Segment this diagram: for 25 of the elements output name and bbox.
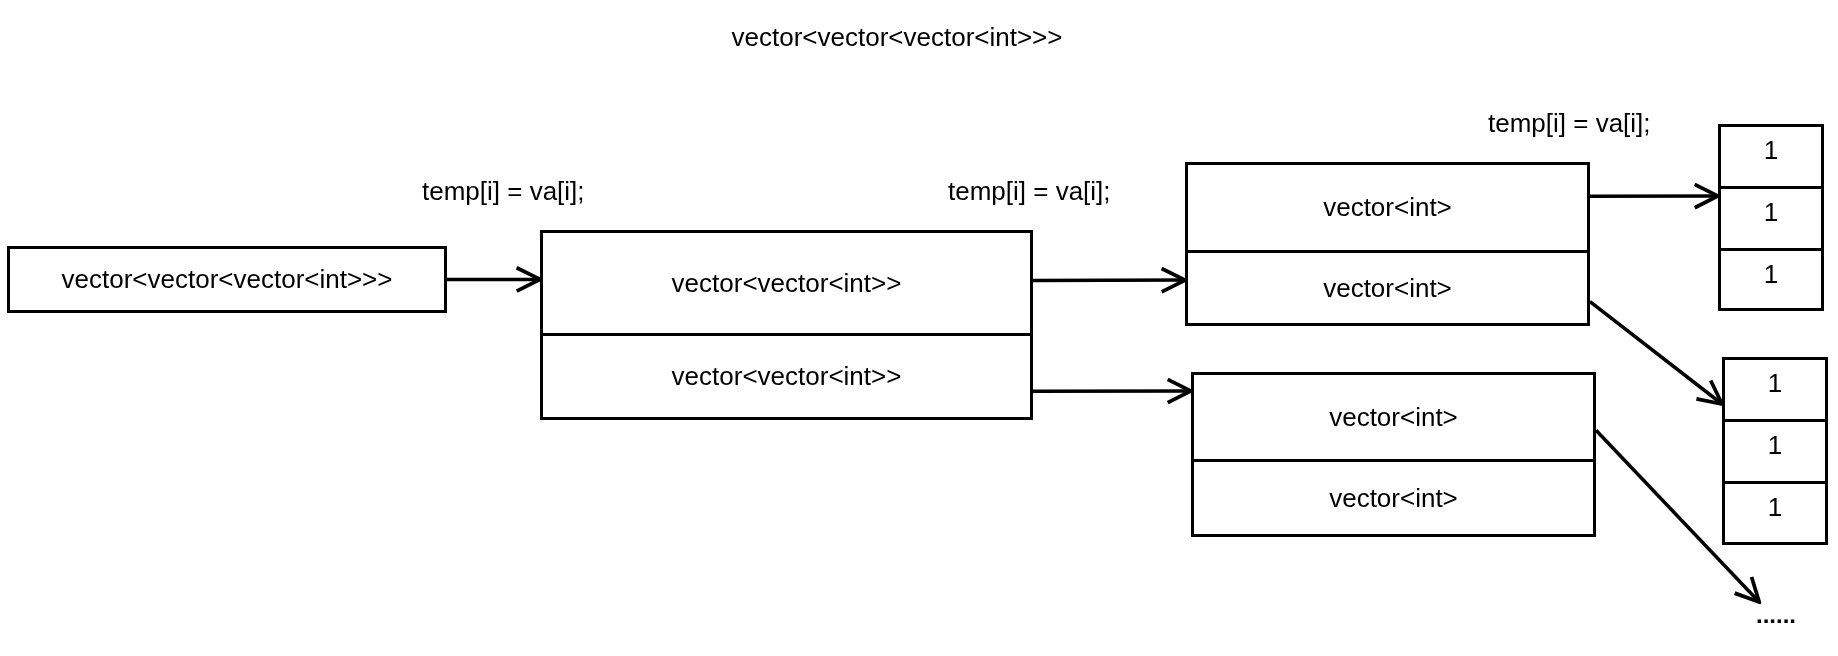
diagram-title: vector<vector<vector<int>>>: [731, 21, 1063, 54]
type-label: vector<int>: [1329, 481, 1458, 515]
type-box: [7, 246, 447, 313]
value-text: 1: [1763, 258, 1779, 291]
code-annotation: temp[i] = va[i];: [1488, 107, 1651, 140]
arrow: [1033, 266, 1187, 294]
arrow: [1033, 377, 1193, 405]
value-text: 1: [1763, 134, 1779, 167]
type-label: vector<vector<vector<int>>>: [61, 263, 393, 296]
arrow: [447, 265, 542, 293]
value-text: 1: [1767, 491, 1783, 524]
code-annotation: temp[i] = va[i];: [422, 175, 585, 208]
code-annotation: temp[i] = va[i];: [948, 175, 1111, 208]
arrow: [1594, 429, 1762, 604]
type-label: vector<int>: [1323, 191, 1452, 224]
arrow: [1590, 182, 1720, 210]
arrow: [1588, 300, 1724, 406]
value-text: 1: [1767, 367, 1783, 400]
value-text: 1: [1763, 196, 1779, 229]
type-label: vector<int>: [1323, 271, 1452, 305]
value-text: 1: [1767, 429, 1783, 462]
type-label: vector<int>: [1329, 400, 1458, 434]
ellipsis-text: ......: [1748, 602, 1804, 628]
type-label: vector<vector<int>>: [671, 360, 902, 393]
type-label: vector<vector<int>>: [671, 266, 902, 300]
